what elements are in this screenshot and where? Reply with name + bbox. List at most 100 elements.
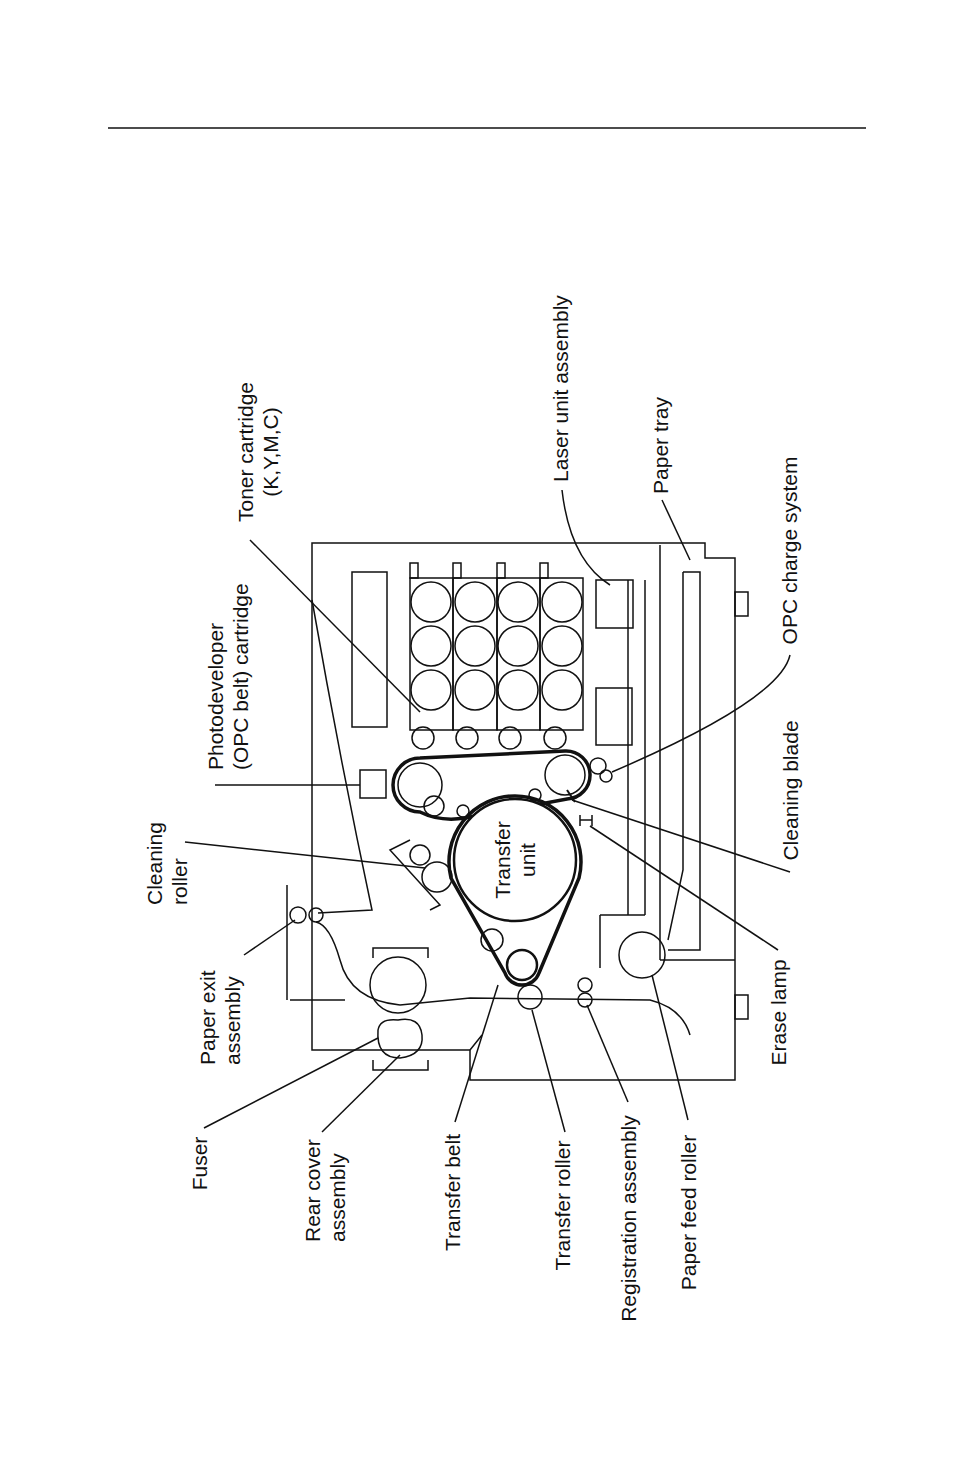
circle-outline <box>454 799 576 921</box>
drawing-stroke <box>410 578 453 730</box>
drawing-stroke <box>660 959 735 961</box>
drawing-stroke <box>250 540 420 712</box>
drawing-stroke <box>518 985 542 1009</box>
drawing-stroke <box>378 1019 422 1058</box>
drawing-stroke <box>455 985 498 1122</box>
drawing-stroke <box>481 929 503 951</box>
part-label: Rear cover assembly <box>300 1134 350 1242</box>
drawing-stroke <box>498 670 538 710</box>
drawing-stroke <box>322 1055 400 1132</box>
drawing-stroke <box>662 500 690 560</box>
drawing-stroke <box>627 580 629 915</box>
part-label: Fuser <box>187 1136 212 1190</box>
drawing-stroke <box>668 572 683 940</box>
part-label: Photodeveloper (OPC belt) cartridge <box>203 574 253 770</box>
drawing-stroke <box>411 626 451 666</box>
paper-path <box>287 600 690 1035</box>
drawing-stroke <box>398 763 442 807</box>
drawing-stroke <box>373 948 428 958</box>
part-label: Paper feed roller <box>676 1134 701 1289</box>
drawing-stroke <box>644 580 646 915</box>
laser-unit <box>596 580 633 745</box>
cleaning-roller <box>390 840 452 910</box>
drawing-stroke <box>578 978 592 992</box>
part-label: Toner cartridge (K,Y,M,C) <box>233 372 283 532</box>
drawing-stroke <box>453 578 497 730</box>
drawing-stroke <box>290 999 345 1001</box>
fuser-unit <box>370 948 428 1070</box>
drawing-stroke <box>412 727 434 749</box>
drawing-stroke <box>542 626 582 666</box>
drawing-stroke <box>545 755 585 795</box>
drawing-stroke <box>286 885 288 1000</box>
drawing-stroke <box>497 563 505 578</box>
drawing-stroke <box>596 688 632 745</box>
unit-name: Transfer unit <box>490 814 540 906</box>
part-label: Transfer belt <box>440 1133 465 1250</box>
drawing-stroke <box>312 600 372 913</box>
drawing-stroke <box>735 995 748 1019</box>
drawing-stroke <box>600 914 645 916</box>
drawing-stroke <box>411 582 451 622</box>
part-label: Laser unit assembly <box>547 295 572 482</box>
drawing-stroke <box>455 670 495 710</box>
drawing-stroke <box>411 670 451 710</box>
part-label: Registration assembly <box>615 1115 640 1322</box>
drawing-stroke <box>540 563 548 578</box>
housing <box>312 543 748 1080</box>
drawing-stroke <box>410 563 418 578</box>
drawing-stroke <box>544 727 566 749</box>
drawing-stroke <box>578 993 592 1007</box>
paper-tray <box>600 572 700 978</box>
drawing-stroke <box>540 578 583 730</box>
drawing-stroke <box>659 545 661 960</box>
drawing-stroke <box>290 907 306 923</box>
drawing-stroke <box>449 796 581 985</box>
drawing-stroke <box>410 845 430 865</box>
drawing-stroke <box>587 1005 628 1102</box>
toner-cartridges <box>352 563 583 749</box>
drawing-stroke <box>215 784 360 786</box>
drawing-stroke <box>590 826 778 950</box>
drawing-stroke <box>652 975 688 1120</box>
drawing-stroke <box>312 543 735 1080</box>
drawing-stroke <box>529 789 541 801</box>
drawing-stroke <box>390 840 440 910</box>
drawing-stroke <box>612 655 790 772</box>
drawing-stroke <box>596 580 633 628</box>
opc-belt <box>360 751 590 819</box>
part-label: Transfer roller <box>550 1140 575 1270</box>
drawing-stroke <box>497 578 540 730</box>
drawing-stroke <box>455 582 495 622</box>
part-label: Erase lamp <box>766 959 791 1065</box>
leader-lines <box>185 490 790 1132</box>
drawing-stroke <box>735 592 748 616</box>
drawing-stroke <box>668 572 700 950</box>
drawing-stroke <box>499 727 521 749</box>
drawing-stroke <box>532 1010 565 1132</box>
drawing-stroke <box>309 908 323 922</box>
drawing-stroke <box>600 770 612 782</box>
drawing-stroke <box>572 800 790 872</box>
drawing-stroke <box>373 1060 428 1070</box>
part-label: Paper tray <box>647 397 672 494</box>
drawing-stroke <box>455 626 495 666</box>
drawing-stroke <box>542 670 582 710</box>
header-rule <box>108 127 866 129</box>
drawing-stroke <box>542 582 582 622</box>
drawing-stroke <box>456 727 478 749</box>
unit-circle: Transfer unit <box>452 797 578 923</box>
part-label: Cleaning roller <box>142 815 192 905</box>
drawing-stroke <box>360 770 386 798</box>
drawing-stroke <box>498 626 538 666</box>
drawing-stroke <box>244 920 295 955</box>
circle-outline <box>452 797 578 923</box>
charge-and-blade <box>567 758 612 826</box>
drawing-stroke <box>599 915 601 968</box>
drawing-stroke <box>498 582 538 622</box>
drawing-stroke <box>316 922 400 1005</box>
part-label: OPC charge system <box>777 456 802 644</box>
part-label: Paper exit assembly <box>195 965 245 1065</box>
transfer-belt <box>449 796 581 985</box>
